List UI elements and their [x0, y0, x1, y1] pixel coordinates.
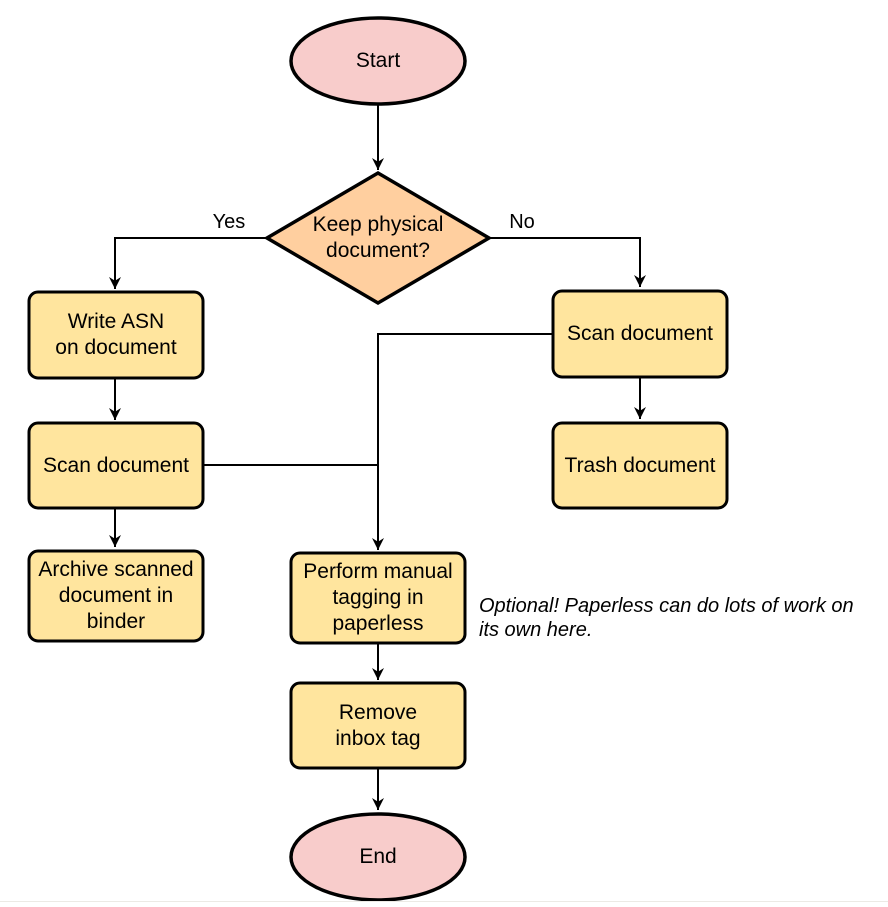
yes-branch-label: Yes — [212, 211, 246, 233]
start-terminal-shape — [289, 16, 467, 106]
edge-scanright-to-tagging — [372, 333, 553, 550]
archive-shape — [27, 549, 205, 643]
no-branch-label: No — [509, 211, 535, 233]
remove-inbox-shape — [289, 681, 467, 770]
scan-right-shape — [551, 289, 729, 379]
bottom-divider — [0, 901, 888, 902]
decision-diamond-shape — [263, 170, 493, 306]
scan-left-shape — [27, 421, 205, 510]
end-terminal-shape — [289, 812, 467, 902]
trash-shape — [551, 421, 729, 510]
edge-decision-no — [489, 237, 646, 287]
edge-decision-yes — [109, 237, 267, 289]
tagging-shape — [289, 551, 467, 645]
optional-note: Optional! Paperless can do lots of work … — [479, 595, 854, 641]
write-asn-shape — [27, 290, 205, 380]
